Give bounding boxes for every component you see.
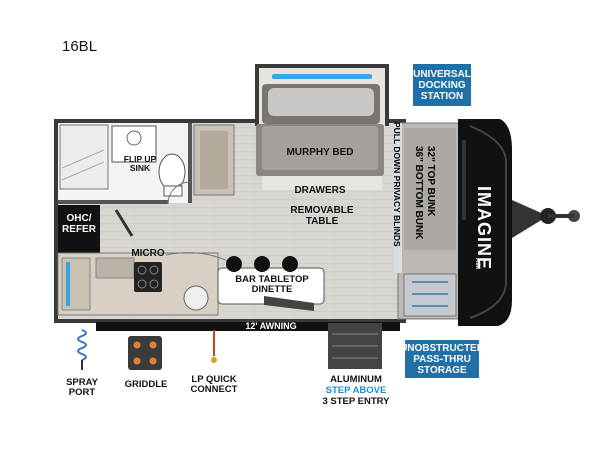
griddle-burner-2 [149, 341, 157, 349]
a-frame-hitch [512, 200, 548, 238]
bathroom-wall-right [188, 123, 192, 203]
bathroom-wall-bottom [58, 200, 168, 204]
slideout-window [272, 74, 372, 79]
lp-connector [211, 357, 217, 363]
toilet-tank [163, 185, 183, 197]
tabletop-fold [264, 296, 314, 311]
label-murphy-bed: MURPHY BED [286, 147, 354, 158]
griddle-burner-3 [133, 357, 141, 365]
shower-pan-lines [61, 149, 105, 181]
murphy-bed-mattress [262, 126, 378, 170]
label-drawers: DRAWERS [294, 185, 346, 196]
label-privacy-blinds: PULL DOWN PRIVACY BLINDS [392, 122, 402, 247]
griddle-burner-1 [133, 341, 141, 349]
spray-port-hose [77, 329, 87, 361]
bath-door-swing [167, 181, 191, 205]
label-spray-port: SPRAY PORT [66, 377, 98, 398]
label-bar-dinette: BAR TABLETOP DINETTE [235, 274, 309, 295]
cooktop [134, 262, 162, 292]
murphy-bed-pillow-back [268, 88, 374, 116]
griddle-box [128, 336, 162, 370]
label-flip-up-sink: FLIP UP SINK [123, 154, 157, 173]
label-micro: MICRO [131, 248, 165, 259]
label-entry-line2: STEP ABOVE [325, 385, 387, 396]
callout-pass-thru-storage: UNOBSTRUCTED PASS-THRU STORAGE [400, 340, 484, 378]
front-cap-highlight [469, 125, 507, 319]
label-removable-table: REMOVABLE TABLE [290, 205, 354, 227]
callout-docking-station: UNIVERSAL DOCKING STATION [413, 64, 471, 106]
burner-3 [137, 279, 147, 289]
front-window [462, 140, 466, 220]
sink-counter-curve [165, 252, 231, 263]
label-bottom-bunk: 36" BOTTOM BUNK [413, 146, 424, 240]
sink-bowl [126, 130, 142, 146]
model-number: 16BL [62, 38, 98, 55]
griddle-burner-4 [149, 357, 157, 365]
kitchen-door-swing [114, 209, 134, 237]
burner-2 [149, 265, 159, 275]
toilet [158, 153, 186, 191]
burner-1 [137, 265, 147, 275]
kitchen-sink [183, 285, 209, 311]
wardrobe-inner [200, 131, 228, 189]
label-top-bunk: 32" TOP BUNK [425, 146, 436, 217]
label-awning: 12' AWNING [245, 321, 297, 331]
label-lp-quick-connect: LP QUICK CONNECT [190, 374, 238, 395]
drawers-cabinet [262, 176, 382, 190]
microwave [95, 257, 135, 279]
privacy-blinds [394, 123, 402, 273]
bunk-mattress [404, 128, 456, 250]
brand-logo-sub: AIM [474, 258, 480, 269]
label-ohc-refer: OHC/ REFER [62, 213, 96, 235]
label-entry-line3: 3 STEP ENTRY [322, 396, 390, 407]
bar-stool-1 [226, 256, 242, 272]
refrigerator [58, 205, 100, 253]
shower [59, 124, 109, 190]
front-cap [458, 119, 512, 326]
label-entry-line1: ALUMINUM [330, 374, 382, 385]
kitchen-window [66, 262, 70, 306]
bar-stool-2 [254, 256, 270, 272]
burner-4 [149, 279, 159, 289]
awning [96, 322, 400, 331]
bar-stool-3 [282, 256, 298, 272]
label-griddle: GRIDDLE [124, 379, 168, 390]
